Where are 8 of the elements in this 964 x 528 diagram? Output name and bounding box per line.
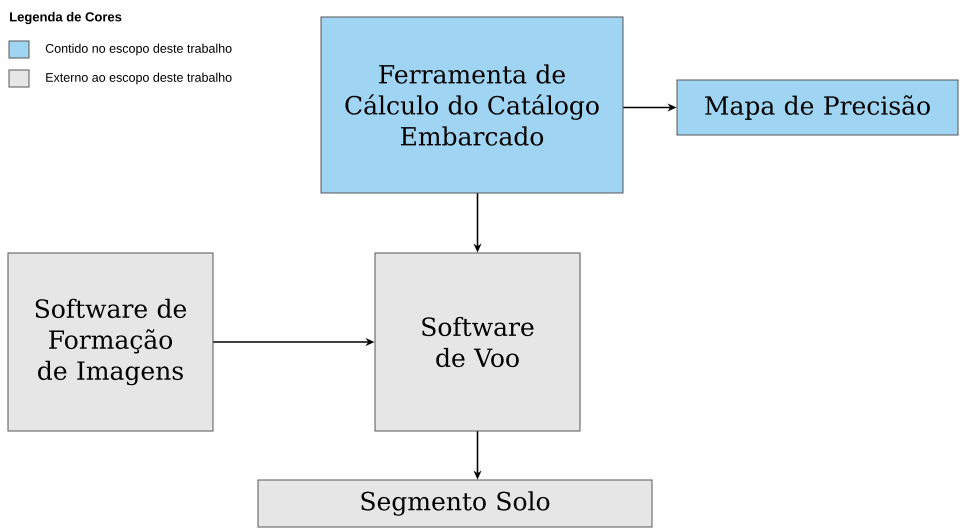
legend-text: Externo ao escopo deste trabalho (46, 72, 232, 84)
process-box: Software de Voo (374, 252, 580, 432)
legend-text: Contido no escopo deste trabalho (46, 44, 232, 56)
system-box: Segmento Solo (258, 480, 652, 528)
output-box: Mapa de Precisão (676, 80, 958, 136)
legend-heading: Legenda de Cores (10, 12, 122, 24)
process-box: Software de Formação de Imagens (8, 252, 214, 432)
process-box: Ferramenta de Cálculo do Catálogo Embarcado (320, 16, 624, 194)
